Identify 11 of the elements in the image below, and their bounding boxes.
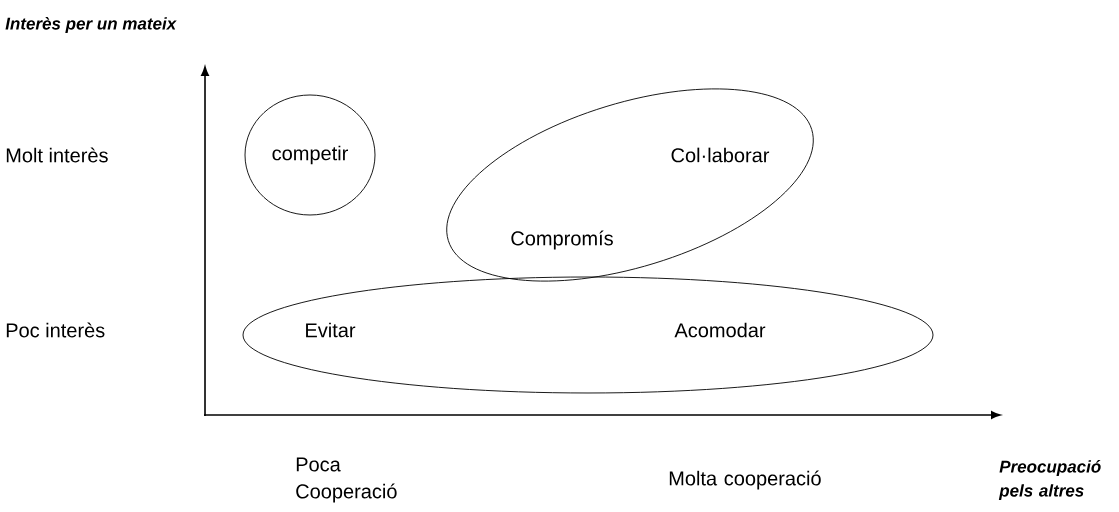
axis-label: Preocupació pels altres: [998, 460, 1101, 500]
axis-label: Molt interès: [6, 147, 108, 163]
category-label: Compromís: [511, 230, 613, 250]
axis-label: Interès per un mateix: [5, 17, 177, 33]
category-label: Col·laborar: [671, 147, 770, 163]
category-label: competir: [272, 145, 348, 165]
axis-label: Poc interès: [6, 322, 105, 338]
axis-label: Molta cooperació: [669, 470, 821, 490]
category-label: Evitar: [306, 322, 356, 338]
axis-label: Poca Cooperació: [296, 457, 397, 503]
category-label: Acomodar: [674, 322, 766, 338]
